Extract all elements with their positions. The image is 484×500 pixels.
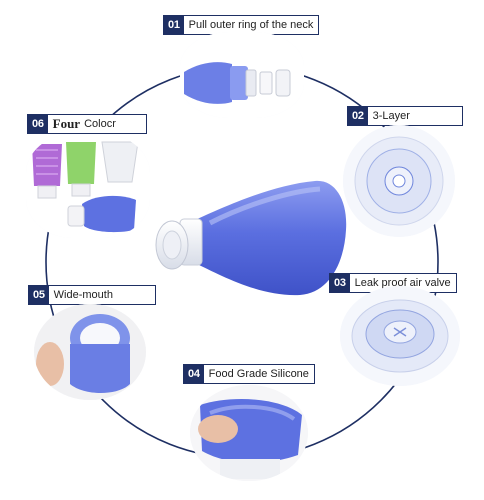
feature-number: 02: [348, 107, 368, 125]
feature-text: Leak proof air valve: [354, 277, 451, 289]
feature-number: 04: [184, 365, 204, 383]
feature-image-food-grade: [190, 385, 308, 481]
feature-number: 01: [164, 16, 184, 34]
feature-text: Pull outer ring of the neck: [188, 19, 314, 31]
feature-text: 3-Layer: [372, 110, 410, 122]
feature-image-wide-mouth: [34, 304, 146, 400]
feature-number: 03: [330, 274, 350, 292]
feature-number: 06: [28, 115, 48, 133]
feature-text: Wide-mouth: [53, 289, 113, 301]
feature-label-03: 03 Leak proof air valve: [329, 273, 457, 293]
feature-text: Food Grade Silicone: [208, 368, 309, 380]
feature-label-02: 02 3-Layer: [347, 106, 463, 126]
feature-text: Colocr: [84, 118, 116, 130]
feature-label-04: 04 Food Grade Silicone: [183, 364, 315, 384]
feature-label-06: 06 Four Colocr: [27, 114, 147, 134]
feature-image-four-colors: [26, 134, 150, 238]
feature-number: 05: [29, 286, 49, 304]
feature-image-air-valve: [340, 286, 460, 386]
feature-text-prefix: Four: [52, 116, 81, 131]
feature-image-three-layer: [343, 125, 455, 237]
feature-label-05: 05 Wide-mouth: [28, 285, 156, 305]
center-bottle-image: [155, 180, 347, 296]
feature-label-01: 01 Pull outer ring of the neck: [163, 15, 320, 35]
feature-image-neck-ring: [180, 32, 304, 118]
